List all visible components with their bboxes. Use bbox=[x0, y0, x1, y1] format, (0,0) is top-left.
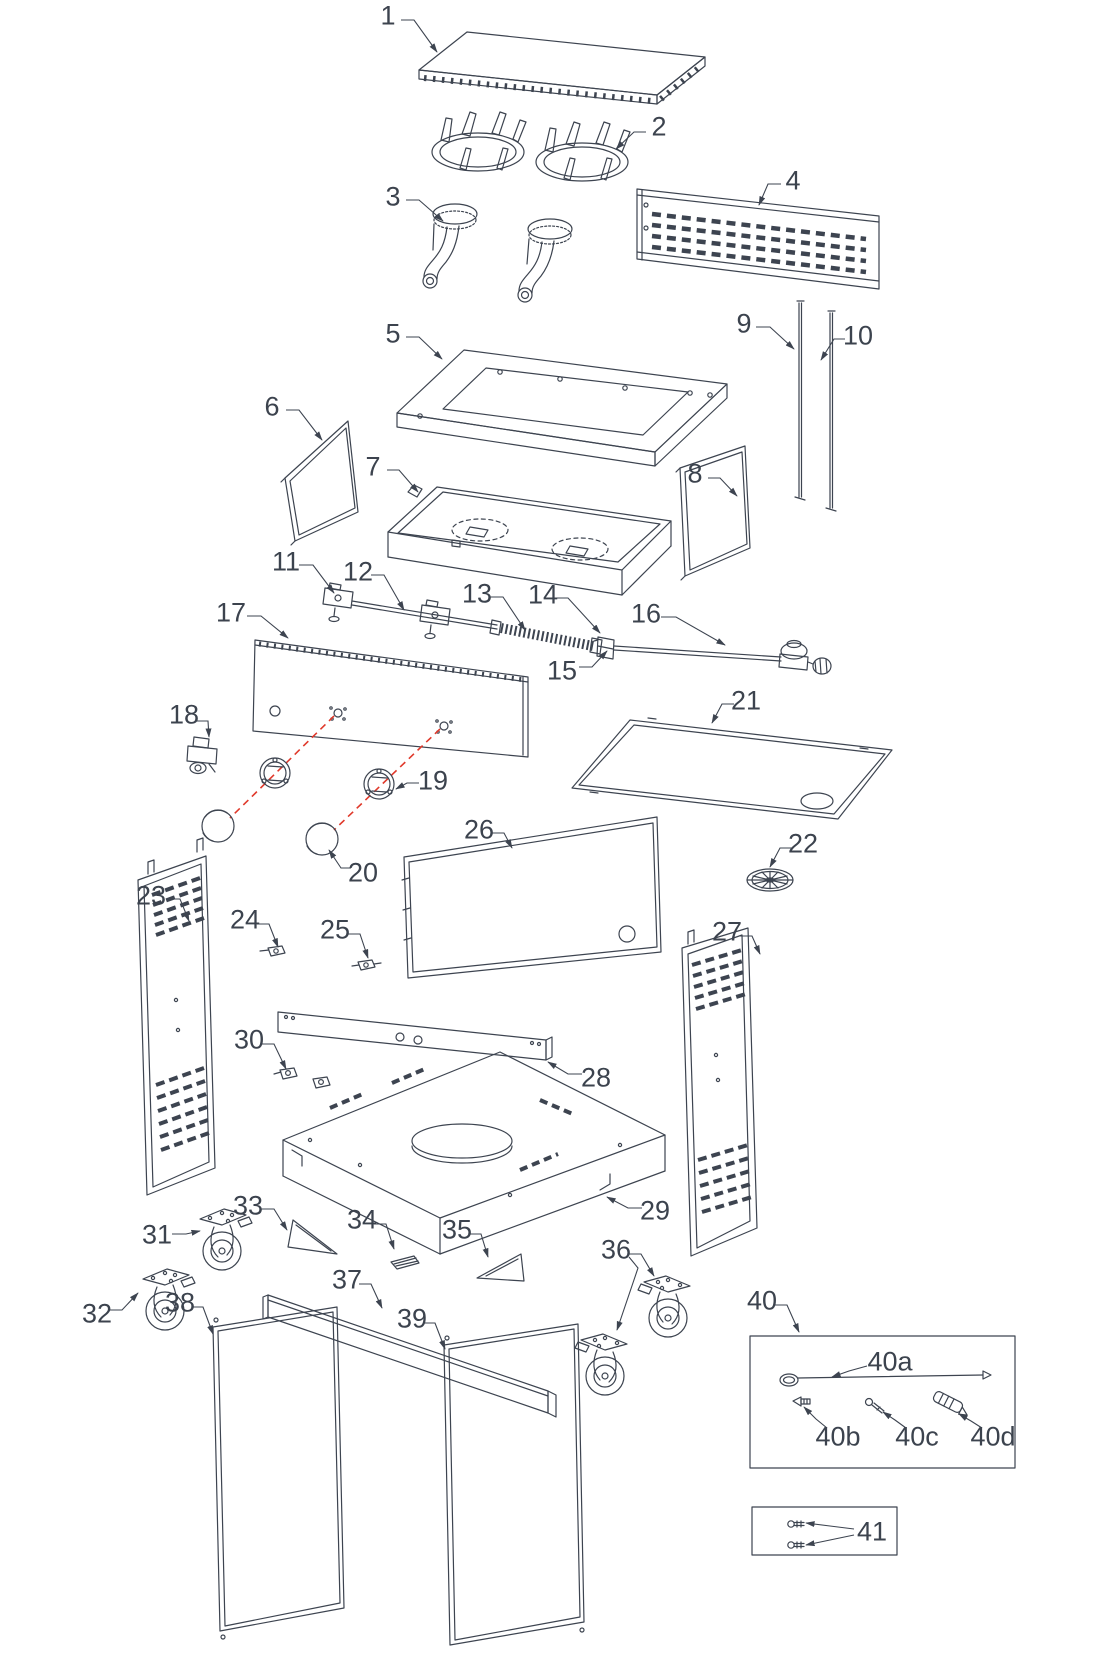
part-21-heat-shield bbox=[571, 717, 893, 820]
part-2-burner-grates bbox=[431, 111, 631, 182]
part-41-screw-a bbox=[787, 1520, 805, 1528]
part-29-bottom-shelf bbox=[282, 1051, 666, 1255]
part-label-40d: 40d bbox=[970, 1421, 1016, 1452]
part-label-10: 10 bbox=[842, 320, 874, 351]
part-12-valve bbox=[419, 599, 451, 640]
part-label-40b: 40b bbox=[815, 1421, 861, 1452]
part-22-vent-cap bbox=[746, 868, 794, 892]
part-16-manifold-tube bbox=[613, 645, 782, 662]
regulator bbox=[778, 639, 832, 675]
part-34-bracket bbox=[390, 1255, 420, 1270]
part-label-9: 9 bbox=[736, 308, 752, 339]
part-label-31: 31 bbox=[141, 1219, 173, 1250]
part-label-32: 32 bbox=[81, 1298, 113, 1329]
part-19-knob-bezels bbox=[259, 757, 395, 800]
knob-alignment-dash-right bbox=[333, 728, 441, 831]
part-33-corner-bracket bbox=[287, 1219, 338, 1255]
part-27-right-side-panel bbox=[681, 927, 758, 1257]
part-40a-rod bbox=[779, 1370, 992, 1387]
part-label-15: 15 bbox=[546, 655, 578, 686]
part-label-20: 20 bbox=[347, 857, 379, 888]
part-label-7: 7 bbox=[365, 451, 381, 482]
part-36-caster-b bbox=[574, 1333, 628, 1396]
part-label-37: 37 bbox=[331, 1264, 363, 1295]
part-20-knobs bbox=[201, 809, 339, 856]
part-8-upper-right-panel bbox=[675, 445, 751, 581]
part-label-16: 16 bbox=[630, 598, 662, 629]
part-label-27: 27 bbox=[711, 916, 743, 947]
part-label-14: 14 bbox=[527, 579, 559, 610]
part-label-41: 41 bbox=[856, 1516, 888, 1547]
part-1-top-panel bbox=[418, 31, 706, 105]
part-36-caster-a bbox=[637, 1275, 691, 1338]
part-label-29: 29 bbox=[639, 1195, 671, 1226]
part-41-screw-b bbox=[787, 1541, 805, 1549]
part-37-front-beam bbox=[262, 1294, 557, 1418]
part-label-40: 40 bbox=[746, 1285, 778, 1316]
part-label-19: 19 bbox=[417, 765, 449, 796]
part-label-30: 30 bbox=[233, 1024, 265, 1055]
part-38-left-door bbox=[212, 1306, 345, 1640]
part-10-support-rod bbox=[825, 310, 837, 512]
part-label-5: 5 bbox=[385, 318, 401, 349]
part-25-clip bbox=[351, 959, 382, 971]
part-14-15-fitting bbox=[593, 636, 615, 660]
part-label-40c: 40c bbox=[895, 1421, 939, 1452]
part-label-22: 22 bbox=[787, 828, 819, 859]
part-41-kit-box bbox=[751, 1506, 898, 1556]
leader-lines bbox=[110, 19, 983, 1547]
part-label-39: 39 bbox=[396, 1303, 428, 1334]
part-label-8: 8 bbox=[687, 458, 703, 489]
part-3-burners bbox=[422, 203, 573, 303]
part-label-3: 3 bbox=[385, 181, 401, 212]
part-40b-screw bbox=[792, 1396, 811, 1407]
part-label-17: 17 bbox=[215, 597, 247, 628]
part-17-control-panel bbox=[252, 639, 529, 758]
part-11-valve bbox=[322, 582, 354, 623]
part-label-21: 21 bbox=[730, 685, 762, 716]
part-40c-screw bbox=[864, 1397, 885, 1414]
part-13-flex-hose bbox=[489, 619, 603, 655]
part-label-26: 26 bbox=[463, 814, 495, 845]
manifold-assembly bbox=[322, 582, 832, 675]
part-label-11: 11 bbox=[271, 546, 301, 577]
part-18-igniter bbox=[186, 736, 218, 775]
part-40-kit-box bbox=[749, 1335, 1016, 1469]
part-label-4: 4 bbox=[785, 165, 801, 196]
part-label-18: 18 bbox=[168, 699, 200, 730]
part-24-clip bbox=[259, 945, 286, 957]
part-label-2: 2 bbox=[651, 111, 667, 142]
part-label-24: 24 bbox=[229, 904, 261, 935]
part-23-left-side-panel bbox=[137, 837, 216, 1196]
part-35-corner-bracket bbox=[476, 1253, 525, 1282]
part-40d-ferrule bbox=[932, 1391, 968, 1416]
part-9-support-rod bbox=[794, 300, 806, 501]
part-4-rear-vent-panel bbox=[636, 188, 880, 290]
part-label-40a: 40a bbox=[867, 1346, 913, 1377]
part-6-upper-left-panel bbox=[280, 420, 359, 546]
part-39-right-door bbox=[443, 1323, 585, 1646]
part-label-12: 12 bbox=[342, 556, 374, 587]
part-label-38: 38 bbox=[164, 1287, 196, 1318]
part-label-25: 25 bbox=[319, 914, 351, 945]
part-label-1: 1 bbox=[380, 0, 396, 31]
part-label-6: 6 bbox=[264, 391, 280, 422]
part-label-34: 34 bbox=[346, 1204, 378, 1235]
part-7-burner-box bbox=[387, 484, 672, 596]
part-5-top-frame bbox=[396, 349, 728, 467]
part-label-13: 13 bbox=[461, 578, 493, 609]
part-30-clips bbox=[273, 1067, 331, 1089]
part-label-36: 36 bbox=[600, 1234, 632, 1265]
part-label-33: 33 bbox=[232, 1190, 264, 1221]
part-28-cross-beam bbox=[277, 1011, 553, 1061]
part-label-28: 28 bbox=[580, 1062, 612, 1093]
part-label-23: 23 bbox=[135, 880, 167, 911]
part-26-rear-panel bbox=[401, 816, 662, 979]
part-label-35: 35 bbox=[441, 1214, 473, 1245]
